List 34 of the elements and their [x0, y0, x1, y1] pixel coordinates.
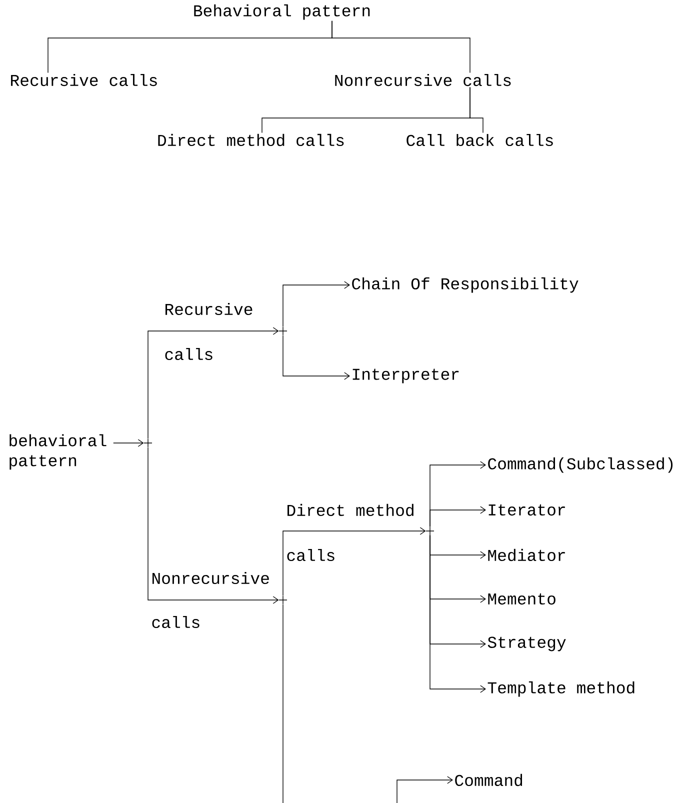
tree-line — [282, 604, 284, 803]
junction-mark — [278, 326, 288, 336]
node-text: Nonrecursive calls — [335, 74, 511, 86]
arrow — [396, 776, 453, 803]
tree-line — [332, 20, 470, 74]
arrow — [113, 439, 144, 447]
node-text: Interpreter — [352, 368, 459, 384]
node-text: Strategy — [488, 636, 566, 652]
branch-label: calls — [152, 616, 200, 628]
arrow — [430, 506, 486, 528]
tree-line — [470, 86, 484, 134]
arrow — [148, 327, 279, 440]
node-text: Template method — [488, 681, 634, 697]
node-text: Call back calls — [406, 134, 553, 146]
junction-mark — [144, 438, 152, 448]
node-text: Behavioral pattern — [194, 4, 370, 20]
arrow — [282, 334, 350, 380]
node-text: Direct method calls — [158, 134, 344, 146]
arrow — [282, 527, 426, 596]
arrow — [430, 534, 486, 693]
node-text: Recursive calls — [11, 74, 157, 86]
node-text: Mediator — [488, 548, 565, 562]
node-text: Iterator — [488, 504, 565, 516]
junction-mark — [426, 526, 434, 536]
node-text: Command — [455, 774, 522, 786]
node-text: Command(Subclassed) — [488, 457, 673, 473]
branch-label: Nonrecursive — [152, 572, 269, 584]
arrow — [282, 281, 350, 328]
branch-label: calls — [165, 348, 212, 360]
node-text: behavioral pattern — [10, 434, 106, 470]
node-text: Memento — [488, 593, 556, 605]
arrow — [148, 446, 279, 604]
node-text: Chain Of Responsibility — [352, 277, 578, 293]
junction-mark — [278, 596, 288, 604]
